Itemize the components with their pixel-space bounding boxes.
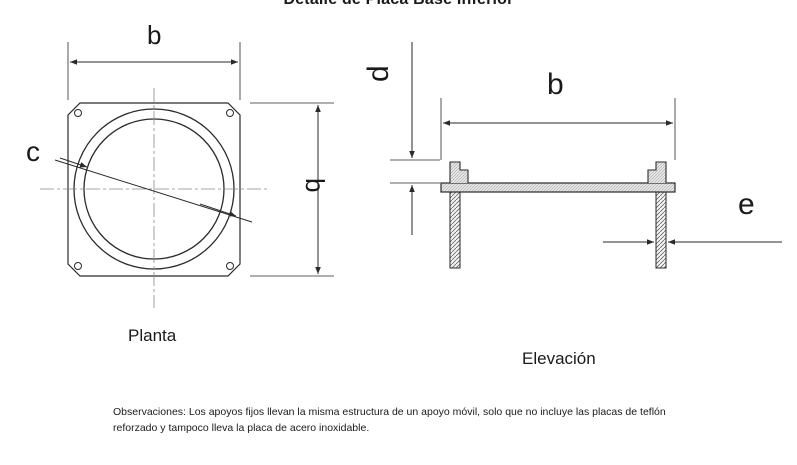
bolt-hole-tl (74, 109, 82, 117)
plan-dim-side-label: b (300, 178, 330, 193)
plan-dim-c-arrow-b (199, 203, 237, 217)
elevation-view (390, 42, 782, 269)
drawing-title: Detalle de Placa Base Inferior (0, 0, 797, 9)
plan-view (40, 42, 334, 308)
plan-dim-c-line (54, 159, 253, 223)
elev-dim-e-label: e (738, 188, 755, 221)
plan-dim-b-label: b (147, 20, 162, 50)
plan-dim-c-arrow-a (59, 157, 88, 168)
anchor-rod-right (655, 191, 667, 269)
observations-line-1: Observaciones: Los apoyos fijos llevan l… (113, 406, 666, 418)
elev-dim-b-label: b (547, 68, 564, 101)
plan-plate-outline (67, 102, 241, 277)
elevation-stopper-right (647, 161, 667, 183)
bolt-hole-tr (226, 109, 234, 117)
elev-dim-d-label: d (362, 65, 395, 82)
elevation-stopper-left (449, 161, 469, 183)
plan-dim-c-label: c (26, 136, 40, 167)
bolt-hole-br (226, 262, 234, 270)
observations-note: Observaciones: Los apoyos fijos llevan l… (113, 404, 693, 436)
elevation-caption: Elevación (522, 349, 596, 368)
anchor-rod-left (449, 191, 461, 269)
observations-line-2: reforzado y tampoco lleva la placa de ac… (113, 422, 370, 434)
bolt-hole-bl (74, 262, 82, 270)
plan-caption: Planta (128, 326, 177, 345)
elevation-base-plate (440, 182, 676, 193)
